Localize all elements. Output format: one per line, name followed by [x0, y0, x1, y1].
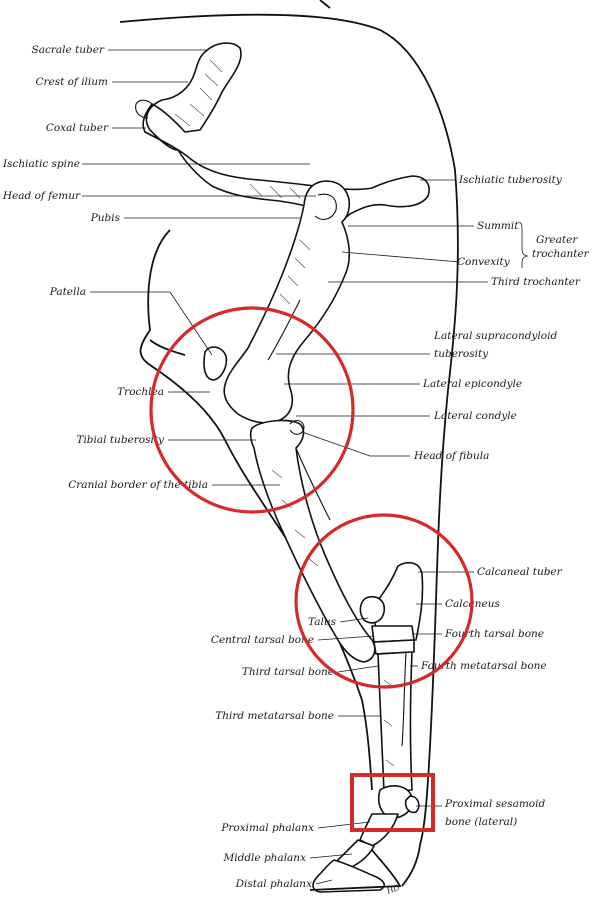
label-proximal-sesamoid-2: bone (lateral) [445, 816, 517, 828]
label-calcaneal-tuber: Calcaneal tuber [477, 566, 563, 578]
label-convexity: Convexity [457, 256, 511, 268]
label-sacrale-tuber: Sacrale tuber [32, 44, 105, 56]
label-talus: Talus [308, 616, 337, 628]
metatarsal-bones [378, 652, 412, 792]
label-lateral-supracondyloid-2: tuberosity [434, 348, 489, 360]
label-lateral-epicondyle: Lateral epicondyle [422, 378, 522, 390]
label-third-tarsal-bone: Third tarsal bone [242, 666, 334, 678]
label-proximal-phalanx: Proximal phalanx [220, 822, 314, 834]
label-third-metatarsal-bone: Third metatarsal bone [215, 710, 334, 722]
label-crest-of-ilium: Crest of ilium [35, 76, 108, 88]
label-trochlea: Trochlea [117, 386, 164, 398]
label-pubis: Pubis [90, 212, 121, 224]
label-patella: Patella [49, 286, 86, 298]
digit-bones [310, 786, 420, 892]
label-ischiatic-spine: Ischiatic spine [2, 158, 80, 170]
label-lateral-supracondyloid-1: Lateral supracondyloid [433, 330, 557, 342]
pelvis-bone [136, 43, 430, 219]
label-central-tarsal-bone: Central tarsal bone [211, 634, 314, 646]
label-ischiatic-tuberosity: Ischiatic tuberosity [458, 174, 563, 186]
label-greater-trochanter-2: trochanter [532, 248, 590, 260]
label-fourth-metatarsal-bone: Fourth metatarsal bone [420, 660, 547, 672]
label-proximal-sesamoid-1: Proximal sesamoid [444, 798, 545, 810]
label-lateral-condyle: Lateral condyle [433, 410, 517, 422]
label-greater-trochanter-1: Greater [536, 234, 578, 246]
label-middle-phalanx: Middle phalanx [222, 852, 306, 864]
label-summit: Summit [477, 220, 519, 232]
label-head-of-fibula: Head of fibula [413, 450, 489, 462]
label-fourth-tarsal-bone: Fourth tarsal bone [444, 628, 544, 640]
label-distal-phalanx: Distal phalanx [235, 878, 312, 890]
label-coxal-tuber: Coxal tuber [46, 122, 109, 134]
label-tibial-tuberosity: Tibial tuberosity [76, 434, 165, 446]
femur-bone [204, 181, 349, 423]
label-head-of-femur: Head of femur [2, 190, 81, 202]
label-third-trochanter: Third trochanter [491, 276, 581, 288]
